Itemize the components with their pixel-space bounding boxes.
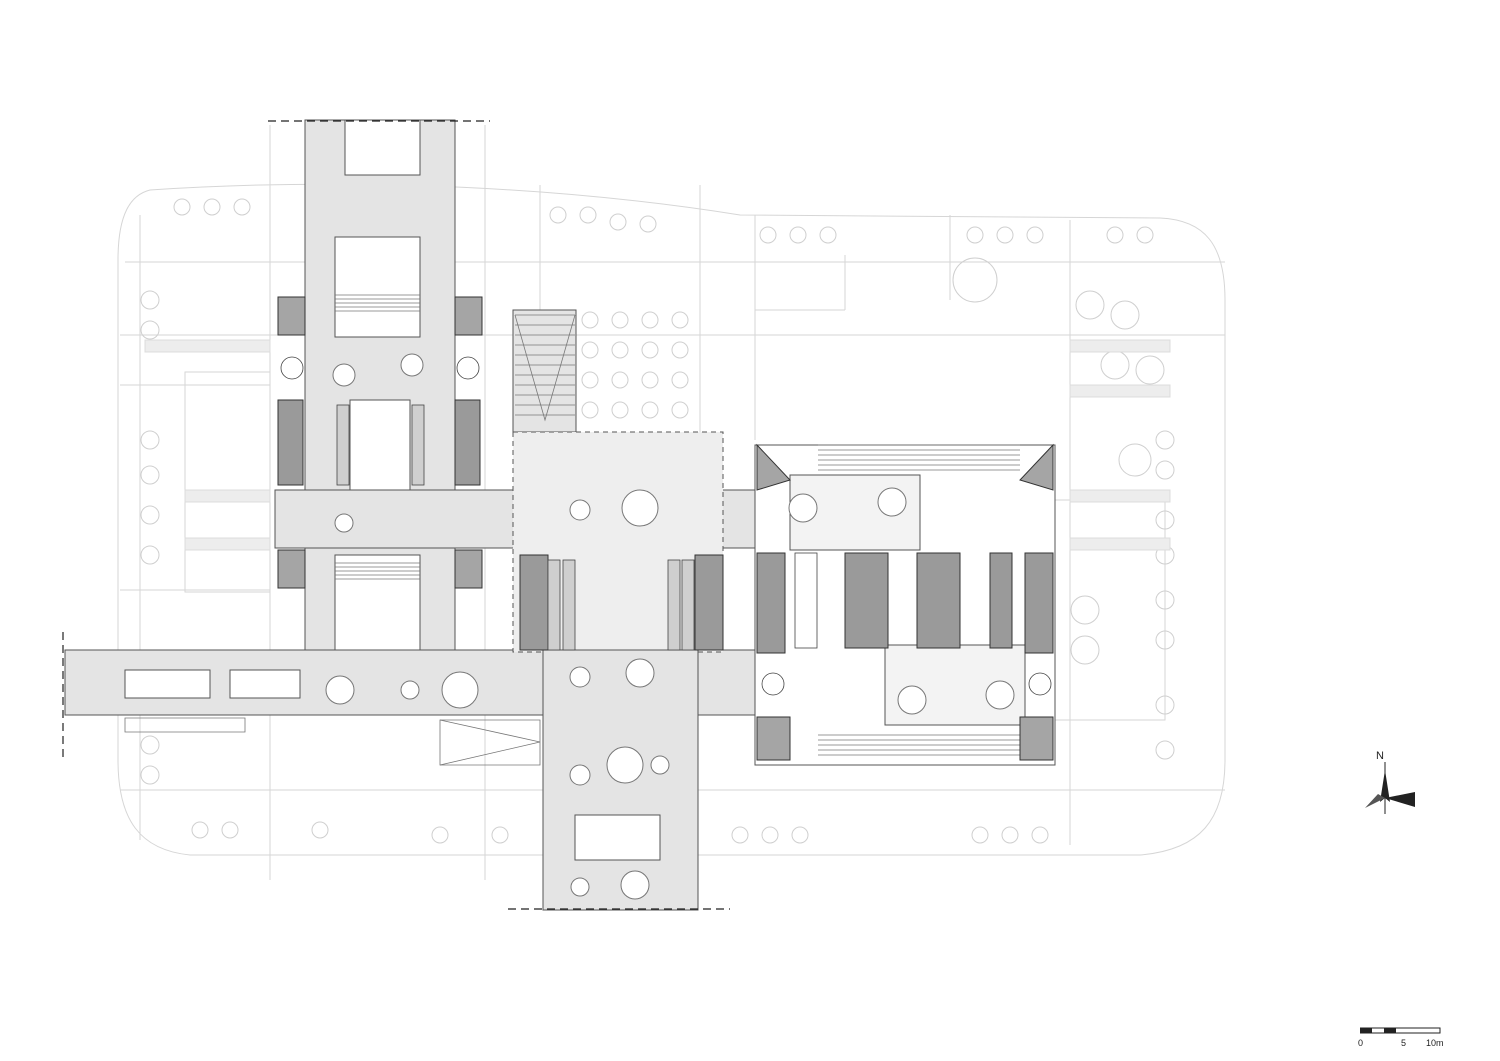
escalators [336, 404, 818, 651]
section-lines [62, 120, 730, 910]
plaza-trees [325, 353, 1015, 900]
scale-label-10m: 10m [1426, 1038, 1444, 1048]
scale-label-5: 5 [1401, 1038, 1407, 1048]
spiral-stairs [280, 356, 1052, 696]
parking-strips [144, 339, 1171, 551]
north-arrow-icon [1365, 762, 1415, 814]
stair-hatching [124, 294, 1020, 766]
floor-slabs [64, 119, 1056, 911]
corner-stairs [277, 296, 1054, 761]
scale-bar-icon [1360, 1027, 1441, 1034]
north-label: N [1376, 750, 1384, 762]
scale-label-0: 0 [1358, 1038, 1364, 1048]
tree-markers [140, 198, 1175, 844]
